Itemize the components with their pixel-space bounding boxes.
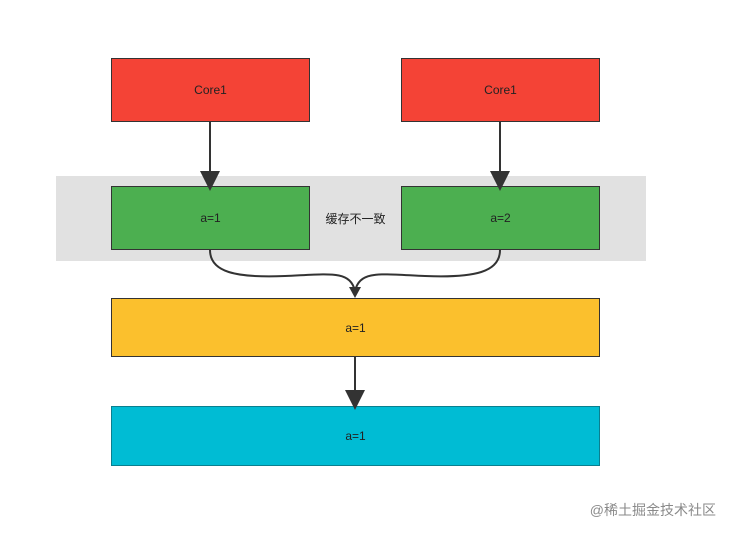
cache-left-label: a=1	[200, 211, 221, 225]
core-box-left: Core1	[111, 58, 310, 122]
core-left-label: Core1	[194, 83, 227, 97]
cache-box-left: a=1	[111, 186, 310, 250]
core-box-right: Core1	[401, 58, 600, 122]
storage-box: a=1	[111, 406, 600, 466]
core-right-label: Core1	[484, 83, 517, 97]
cache-right-label: a=2	[490, 211, 511, 225]
cache-box-right: a=2	[401, 186, 600, 250]
cache-inconsistency-note: 缓存不一致	[325, 212, 386, 226]
storage-label: a=1	[345, 429, 366, 443]
arrowhead-memory	[349, 287, 361, 298]
memory-label: a=1	[345, 320, 366, 335]
watermark-text: @稀土掘金技术社区	[589, 502, 716, 518]
main-memory-box: a=1	[111, 298, 600, 357]
